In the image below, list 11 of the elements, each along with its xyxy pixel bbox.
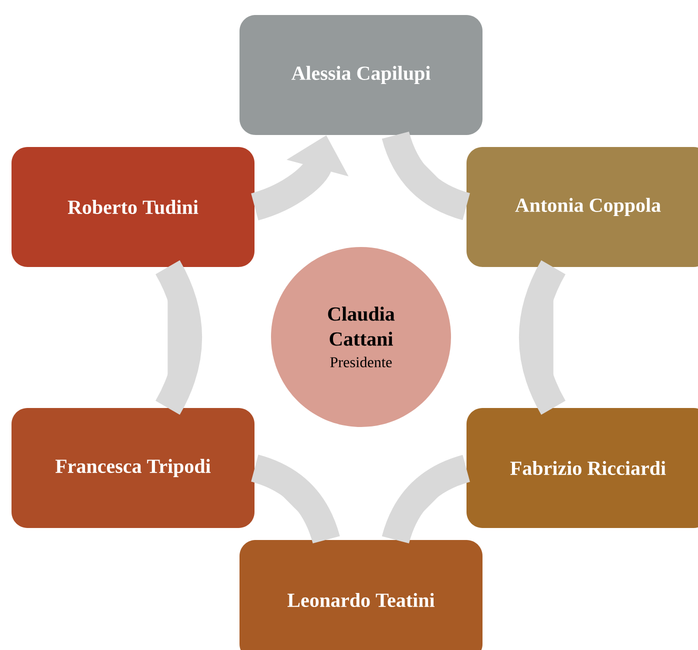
cycle-arrow (155, 260, 202, 414)
name-box: Antonia Coppola (466, 147, 698, 267)
name-box: Fabrizio Ricciardi (466, 408, 698, 528)
cycle-arrow (382, 455, 470, 544)
name-box: Alessia Capilupi (240, 15, 482, 135)
name-box: Francesca Tripodi (12, 408, 254, 528)
cycle-arrow (518, 260, 566, 414)
name-box: Roberto Tudini (12, 147, 254, 267)
cycle-arrow (250, 454, 340, 544)
name-box: Leonardo Teatini (240, 540, 482, 650)
cycle-arrow (382, 131, 470, 220)
